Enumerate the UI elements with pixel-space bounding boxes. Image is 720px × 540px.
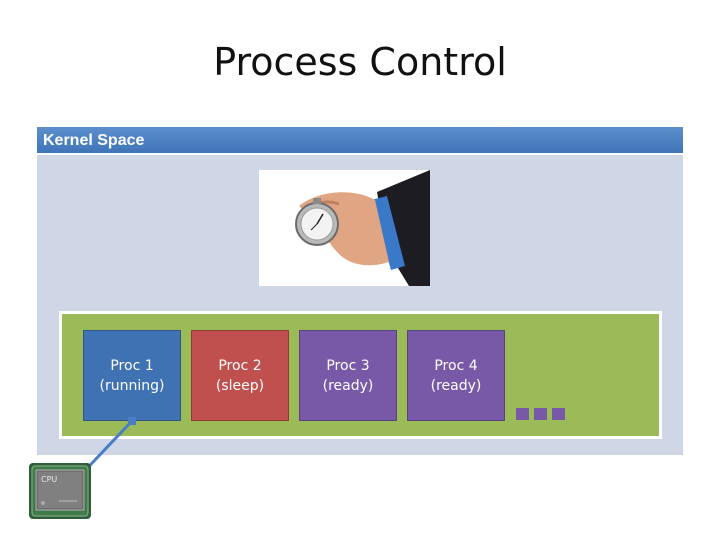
process-name: Proc 2 [218, 357, 262, 374]
process-name: Proc 1 [110, 357, 154, 374]
cpu-chip-label: CPU [41, 475, 57, 484]
process-box-3[interactable]: Proc 3 (ready) [299, 330, 397, 421]
process-state: (sleep) [215, 377, 265, 394]
more-processes-dot [552, 408, 565, 420]
process-box-1[interactable]: Proc 1 (running) [83, 330, 181, 421]
process-box-2[interactable]: Proc 2 (sleep) [191, 330, 289, 421]
process-state: (running) [99, 377, 165, 394]
more-processes-dot [534, 408, 547, 420]
cpu-chip-icon: CPU [29, 463, 91, 519]
more-processes-dot [516, 408, 529, 420]
process-box-4[interactable]: Proc 4 (ready) [407, 330, 505, 421]
process-state: (ready) [430, 377, 482, 394]
stopwatch-in-hand-image [259, 170, 430, 286]
process-name: Proc 4 [434, 357, 478, 374]
kernel-space-label: Kernel Space [43, 132, 145, 149]
kernel-space-header: Kernel Space [37, 127, 683, 154]
process-state: (ready) [322, 377, 374, 394]
process-name: Proc 3 [326, 357, 370, 374]
slide-title: Process Control [213, 40, 507, 84]
